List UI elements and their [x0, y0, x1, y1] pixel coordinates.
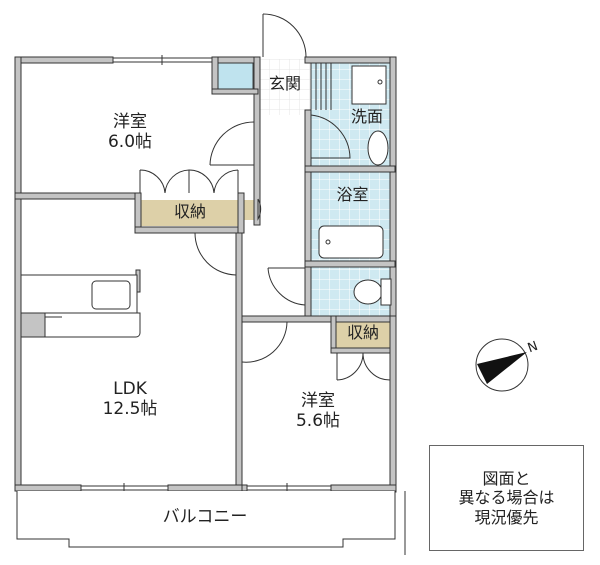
room-size: 12.5帖	[102, 398, 158, 419]
storage-2-fill	[335, 320, 390, 348]
notice-line: 異なる場合は	[458, 488, 555, 508]
room-name: LDK	[113, 379, 147, 399]
room-size: 6.0帖	[107, 131, 153, 152]
notice-line: 現況優先	[474, 507, 539, 527]
room-label-storage-2: 収納	[346, 323, 379, 342]
storage-1-fill	[140, 200, 238, 226]
closet-blue	[216, 62, 254, 92]
room-label-ldk: LDK 12.5帖	[95, 379, 165, 419]
room-size: 5.6帖	[295, 410, 341, 431]
entrance-step	[310, 62, 332, 110]
notice-box: 図面と 異なる場合は 現況優先	[429, 445, 584, 551]
room-label-entrance: 玄関	[268, 74, 301, 93]
windows	[81, 55, 331, 493]
room-label-balcony: バルコニー	[162, 507, 248, 527]
compass-icon	[475, 338, 529, 392]
notice-line: 図面と	[482, 469, 531, 489]
fixtures	[20, 65, 392, 338]
storage-small-fill	[243, 200, 254, 220]
room-name: 洋室	[113, 112, 147, 132]
room-label-bathroom: 浴室	[336, 185, 369, 204]
room-label-washroom: 洗面	[350, 107, 383, 126]
room-label-western-room-2: 洋室 5.6帖	[283, 391, 353, 431]
room-label-storage-1: 収納	[173, 202, 206, 221]
doors	[139, 13, 391, 381]
balcony-outline	[16, 491, 396, 548]
room-label-western-room-1: 洋室 6.0帖	[95, 112, 165, 152]
room-name: 洋室	[301, 391, 335, 411]
entrance-floor	[259, 59, 311, 115]
